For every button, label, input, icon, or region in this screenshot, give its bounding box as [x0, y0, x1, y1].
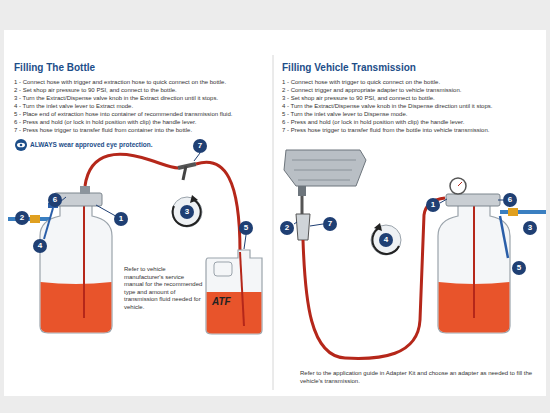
callout-number: 5: [512, 261, 526, 275]
note-text: Refer to vehicle manufacturer's service …: [124, 266, 204, 311]
callout-number: 4: [33, 239, 47, 253]
callout-number: 1: [114, 212, 128, 226]
step-text: 6 - Press and hold (or lock in hold posi…: [14, 118, 272, 126]
callout-number: 6: [503, 193, 517, 207]
step-text: 7 - Press hose trigger to transfer fluid…: [14, 126, 272, 134]
section-heading: Filling Vehicle Transmission: [282, 62, 532, 74]
step-text: 5 - Place end of extraction hose into co…: [14, 110, 272, 118]
section-heading: Filling The Bottle: [14, 62, 264, 74]
callout-number: 5: [239, 221, 253, 235]
callout-number: 7: [193, 139, 207, 153]
callout-number: 6: [48, 193, 62, 207]
step-text: 5 - Turn the inlet valve lever to Dispen…: [282, 110, 544, 118]
callout-number: 2: [15, 211, 29, 225]
callout-number: 3: [180, 205, 194, 219]
step-text: 2 - Connect trigger and appropriate adap…: [282, 86, 544, 94]
callout-number: 3: [523, 221, 537, 235]
step-text: 4 - Turn the inlet valve lever to Extrac…: [14, 102, 272, 110]
note-text: Refer to the application guide in Adapte…: [300, 370, 535, 385]
callout-number: 2: [280, 221, 294, 235]
step-text: 3 - Set shop air pressure to 90 PSI, and…: [282, 94, 544, 102]
callout-number: 1: [426, 198, 440, 212]
step-text: 6 - Press and hold (or lock in hold posi…: [282, 118, 544, 126]
step-text: 4 - Turn the Extract/Dispense valve knob…: [282, 102, 544, 110]
step-text: 2 - Set shop air pressure to 90 PSI, and…: [14, 86, 272, 94]
step-text: 7 - Press hose trigger to transfer fluid…: [282, 126, 544, 134]
callout-number: 4: [379, 233, 393, 247]
step-text: 3 - Turn the Extract/Dispense valve knob…: [14, 94, 272, 102]
step-text: 1 - Connect hose with trigger to quick c…: [282, 78, 544, 86]
step-text: 1 - Connect hose with trigger and extrac…: [14, 78, 272, 86]
callout-number: 7: [323, 217, 337, 231]
container-label: ATF: [212, 296, 252, 307]
